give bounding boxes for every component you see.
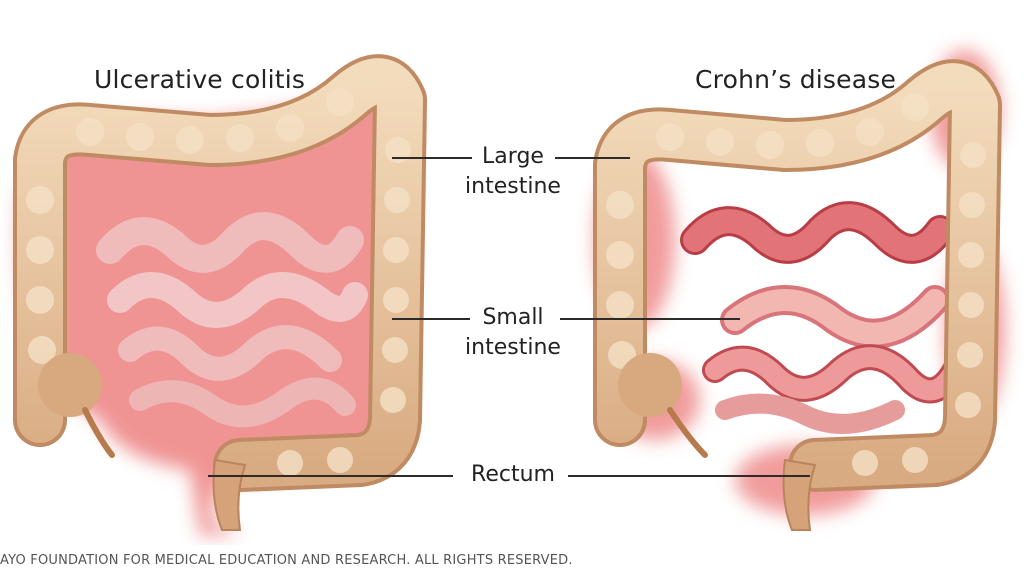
large-intestine-label: Large intestine (458, 142, 568, 202)
rectum-leader-left (208, 475, 453, 477)
small-intestine-leader-left (392, 318, 470, 320)
large-intestine-label-line2: intestine (465, 174, 561, 199)
large-intestine-leader-right (555, 157, 630, 159)
large-intestine-leader-left (392, 157, 472, 159)
crohns-disease-illustration (593, 50, 1005, 531)
small-intestine-label-line1: Small (482, 305, 544, 330)
copyright-notice: AYO FOUNDATION FOR MEDICAL EDUCATION AND… (0, 553, 573, 568)
small-intestine-label-line2: intestine (465, 335, 561, 360)
rectum-label: Rectum (471, 462, 555, 487)
rectum-leader-right (568, 475, 810, 477)
large-intestine-label-line1: Large (482, 144, 544, 169)
small-intestine-label: Small intestine (458, 303, 568, 363)
ulcerative-colitis-illustration (13, 54, 427, 535)
small-intestine-leader-right (560, 318, 740, 320)
ulcerative-colitis-title: Ulcerative colitis (94, 65, 306, 94)
crohns-disease-title: Crohn’s disease (695, 65, 897, 94)
